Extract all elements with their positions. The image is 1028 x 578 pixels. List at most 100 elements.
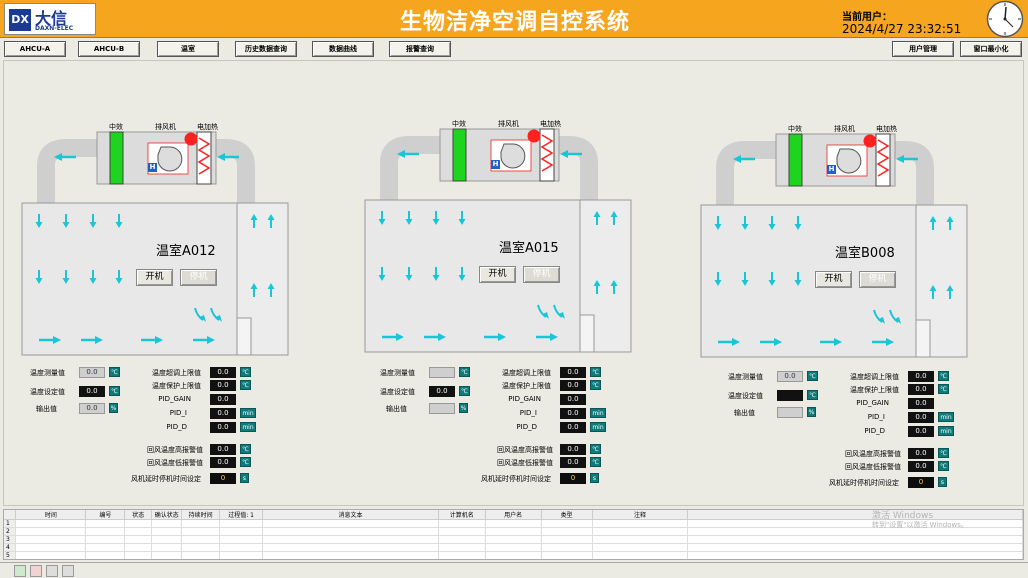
start-button[interactable]: 开机 — [479, 266, 516, 283]
unit-percent: % — [807, 407, 816, 417]
return-temp-low-alarm-value[interactable]: 0.0 — [210, 457, 236, 468]
print-icon[interactable] — [46, 565, 58, 577]
pid-gain-value[interactable]: 0.0 — [908, 398, 934, 409]
unit-celsius: ℃ — [807, 390, 818, 400]
return-temp-high-alarm-value[interactable]: 0.0 — [908, 448, 934, 459]
export-icon[interactable] — [62, 565, 74, 577]
temp-protect-upper-value[interactable]: 0.0 — [560, 380, 586, 391]
stop-button[interactable]: 停机 — [523, 266, 560, 283]
table-cell — [151, 535, 183, 544]
exhaust-fan-label: 排风机 — [155, 123, 176, 131]
table-row[interactable]: 5 — [4, 551, 1023, 559]
row-number: 1 — [4, 519, 17, 528]
nav-ahcu-b-button[interactable]: AHCU-B — [78, 41, 140, 57]
user-management-button[interactable]: 用户管理 — [892, 41, 954, 57]
column-header[interactable]: 类型 — [541, 510, 593, 520]
nav-ahcu-a-button[interactable]: AHCU-A — [4, 41, 66, 57]
exhaust-fan-label: 排风机 — [498, 120, 519, 128]
unit-second: s — [590, 473, 599, 483]
return-temp-high-alarm-value[interactable]: 0.0 — [210, 444, 236, 455]
nav-alarm-button[interactable]: 报警查询 — [389, 41, 451, 57]
table-cell — [219, 551, 264, 559]
return-temp-high-alarm-label: 回风温度高报警值 — [497, 446, 553, 454]
temp-overshoot-upper-value[interactable]: 0.0 — [210, 367, 236, 378]
return-temp-low-alarm-value[interactable]: 0.0 — [560, 457, 586, 468]
return-temp-low-alarm-value[interactable]: 0.0 — [908, 461, 934, 472]
pid-gain-value[interactable]: 0.0 — [560, 394, 586, 405]
return-temp-high-alarm-value[interactable]: 0.0 — [560, 444, 586, 455]
table-row[interactable]: 3 — [4, 535, 1023, 544]
column-header[interactable]: 确认状态 — [151, 510, 183, 520]
reset-icon[interactable] — [30, 565, 42, 577]
pid-d-value[interactable]: 0.0 — [560, 422, 586, 433]
fan-delay-stop-label: 风机延时停机时间设定 — [829, 479, 899, 487]
column-header[interactable]: 消息文本 — [262, 510, 439, 520]
pid-i-label: PID_I — [519, 409, 537, 417]
column-header[interactable]: 时间 — [15, 510, 87, 520]
minimize-window-button[interactable]: 窗口最小化 — [960, 41, 1022, 57]
table-cell — [181, 535, 221, 544]
stop-button[interactable]: 停机 — [180, 269, 217, 286]
pid-i-value[interactable]: 0.0 — [210, 408, 236, 419]
temp-protect-upper-value[interactable]: 0.0 — [210, 380, 236, 391]
column-header[interactable]: 注释 — [592, 510, 689, 520]
output-value: 0.0 — [79, 403, 105, 414]
temp-set-value[interactable]: 0.0 — [429, 386, 455, 397]
temp-protect-upper-value[interactable]: 0.0 — [908, 384, 934, 395]
logo-english: DAXN-ELEC — [35, 25, 74, 32]
temp-protect-upper-label: 温度保护上限值 — [152, 382, 201, 390]
table-cell — [687, 551, 1023, 559]
pid-i-value[interactable]: 0.0 — [560, 408, 586, 419]
table-row[interactable]: 4 — [4, 543, 1023, 552]
table-cell — [124, 519, 153, 528]
fan-delay-stop-value[interactable]: 0 — [560, 473, 586, 484]
table-cell — [262, 543, 439, 552]
pid-i-value[interactable]: 0.0 — [908, 412, 934, 423]
column-header[interactable]: 持续时间 — [181, 510, 221, 520]
table-cell — [485, 527, 542, 536]
temp-measure-label: 温度测量值 — [728, 373, 763, 381]
table-cell — [687, 543, 1023, 552]
pid-d-value[interactable]: 0.0 — [908, 426, 934, 437]
pid-d-value[interactable]: 0.0 — [210, 422, 236, 433]
fan-delay-stop-value[interactable]: 0 — [210, 473, 236, 484]
column-header[interactable]: 用户名 — [485, 510, 542, 520]
temp-overshoot-upper-label: 温度超调上限值 — [850, 373, 899, 381]
temp-set-value[interactable]: 0.0 — [79, 386, 105, 397]
filter-label: 中效 — [109, 123, 123, 131]
table-row[interactable]: 2 — [4, 527, 1023, 536]
pid-gain-value[interactable]: 0.0 — [210, 394, 236, 405]
stop-button[interactable]: 停机 — [859, 271, 896, 288]
unit-celsius: ℃ — [459, 386, 470, 396]
unit-celsius: ℃ — [109, 367, 120, 377]
hand-mode-badge: H — [827, 165, 836, 174]
nav-greenhouse-button[interactable]: 温室 — [157, 41, 219, 57]
column-header[interactable]: 过程值: 1 — [219, 510, 264, 520]
temp-set-value[interactable] — [777, 390, 803, 401]
start-button[interactable]: 开机 — [136, 269, 173, 286]
electric-heater-label: 电加热 — [197, 123, 218, 131]
nav-curve-button[interactable]: 数据曲线 — [312, 41, 374, 57]
start-button[interactable]: 开机 — [815, 271, 852, 288]
table-row[interactable]: 1 — [4, 519, 1023, 528]
fan-delay-stop-value[interactable]: 0 — [908, 477, 934, 488]
column-header[interactable]: 计算机名 — [438, 510, 486, 520]
temp-measure-value: 0.0 — [79, 367, 105, 378]
temp-overshoot-upper-value[interactable]: 0.0 — [560, 367, 586, 378]
acknowledge-icon[interactable] — [14, 565, 26, 577]
column-header[interactable]: 状态 — [124, 510, 153, 520]
column-header[interactable]: 编号 — [85, 510, 126, 520]
fan-delay-stop-label: 风机延时停机时间设定 — [131, 475, 201, 483]
room-name: 温室B008 — [835, 246, 895, 261]
nav-history-button[interactable]: 历史数据查询 — [235, 41, 297, 57]
pid-d-label: PID_D — [166, 423, 187, 431]
return-temp-high-alarm-label: 回风温度高报警值 — [845, 450, 901, 458]
table-cell — [181, 527, 221, 536]
ahu-diagram — [21, 131, 289, 356]
temp-measure-label: 温度测量值 — [380, 369, 415, 377]
table-cell — [124, 527, 153, 536]
table-cell — [85, 551, 126, 559]
row-number: 2 — [4, 527, 17, 536]
temp-overshoot-upper-value[interactable]: 0.0 — [908, 371, 934, 382]
